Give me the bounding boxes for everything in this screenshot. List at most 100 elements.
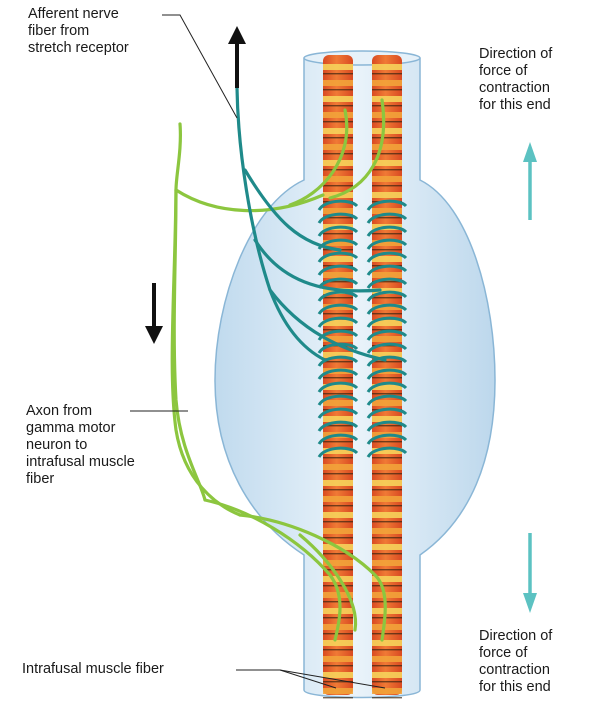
fiber-z-line	[372, 585, 402, 586]
fiber-band	[372, 80, 402, 86]
fiber-z-line	[372, 121, 402, 122]
fiber-z-line	[372, 233, 402, 234]
fiber-band	[372, 64, 402, 70]
fiber-z-line	[372, 105, 402, 106]
fiber-z-line	[323, 505, 353, 506]
fiber-band	[372, 256, 402, 262]
fiber-band	[323, 512, 353, 518]
fiber-band	[323, 608, 353, 614]
label-afferent-nerve-fiber: Afferent nerve fiber from stretch recept…	[28, 6, 168, 57]
label-gamma-motor-axon: Axon from gamma motor neuron to intrafus…	[26, 403, 166, 488]
fiber-z-line	[372, 601, 402, 602]
fiber-band	[372, 496, 402, 502]
fiber-band	[372, 176, 402, 182]
fiber-band	[323, 528, 353, 534]
fiber-band	[372, 688, 402, 694]
fiber-z-line	[323, 121, 353, 122]
fiber-band	[323, 464, 353, 470]
fiber-z-line	[323, 185, 353, 186]
fiber-z-line	[323, 601, 353, 602]
fiber-z-line	[323, 233, 353, 234]
fiber-z-line	[372, 665, 402, 666]
fiber-z-line	[323, 393, 353, 394]
fiber-z-line	[372, 681, 402, 682]
fiber-z-line	[372, 697, 402, 698]
fiber-z-line	[372, 617, 402, 618]
fiber-z-line	[323, 169, 353, 170]
fiber-z-line	[323, 697, 353, 698]
fiber-z-line	[372, 521, 402, 522]
fiber-band	[372, 144, 402, 150]
fiber-band	[372, 640, 402, 646]
fiber-z-line	[372, 377, 402, 378]
fiber-z-line	[323, 537, 353, 538]
fiber-z-line	[323, 137, 353, 138]
fiber-band	[372, 512, 402, 518]
fiber-band	[372, 544, 402, 550]
fiber-band	[323, 400, 353, 406]
fiber-band	[372, 336, 402, 342]
fiber-band	[372, 672, 402, 678]
fiber-z-line	[372, 185, 402, 186]
fiber-band	[323, 80, 353, 86]
fiber-z-line	[372, 537, 402, 538]
label-direction-bottom: Direction of force of contraction for th…	[479, 628, 591, 696]
fiber-z-line	[372, 89, 402, 90]
fiber-z-line	[372, 569, 402, 570]
fiber-z-line	[372, 361, 402, 362]
fiber-band	[323, 256, 353, 262]
fiber-z-line	[323, 665, 353, 666]
fiber-z-line	[372, 153, 402, 154]
fiber-z-line	[323, 105, 353, 106]
fiber-band	[323, 640, 353, 646]
fiber-z-line	[372, 137, 402, 138]
fiber-band	[372, 272, 402, 278]
fiber-z-line	[323, 457, 353, 458]
direction-arrow-down-icon	[523, 533, 537, 613]
fiber-band	[323, 688, 353, 694]
fiber-z-line	[372, 313, 402, 314]
fiber-band	[323, 112, 353, 118]
fiber-z-line	[323, 489, 353, 490]
fiber-band	[323, 272, 353, 278]
fiber-band	[372, 608, 402, 614]
fiber-z-line	[372, 73, 402, 74]
fiber-z-line	[372, 169, 402, 170]
fiber-z-line	[323, 441, 353, 442]
fiber-z-line	[323, 585, 353, 586]
arrow-down-icon	[145, 283, 163, 344]
fiber-z-line	[323, 361, 353, 362]
fiber-band	[323, 96, 353, 102]
arrow-up-icon	[228, 26, 246, 88]
fiber-z-line	[323, 297, 353, 298]
fiber-band	[323, 656, 353, 662]
fiber-z-line	[372, 297, 402, 298]
fiber-band	[372, 128, 402, 134]
fiber-band	[323, 480, 353, 486]
fiber-band	[372, 464, 402, 470]
fiber-z-line	[372, 473, 402, 474]
fiber-band	[323, 64, 353, 70]
fiber-z-line	[372, 649, 402, 650]
fiber-z-line	[323, 73, 353, 74]
fiber-z-line	[372, 441, 402, 442]
fiber-band	[372, 656, 402, 662]
fiber-band	[372, 400, 402, 406]
label-intrafusal-muscle-fiber: Intrafusal muscle fiber	[22, 661, 252, 678]
fiber-band	[372, 592, 402, 598]
fiber-band	[323, 128, 353, 134]
fiber-band	[323, 496, 353, 502]
fiber-z-line	[323, 649, 353, 650]
fiber-z-line	[372, 505, 402, 506]
fiber-z-line	[372, 393, 402, 394]
fiber-z-line	[372, 489, 402, 490]
fiber-z-line	[323, 473, 353, 474]
fiber-band	[372, 480, 402, 486]
fiber-band	[372, 624, 402, 630]
fiber-z-line	[323, 89, 353, 90]
fiber-band	[372, 112, 402, 118]
fiber-right	[372, 55, 402, 695]
fiber-band	[372, 192, 402, 198]
fiber-z-line	[372, 457, 402, 458]
fiber-z-line	[323, 313, 353, 314]
